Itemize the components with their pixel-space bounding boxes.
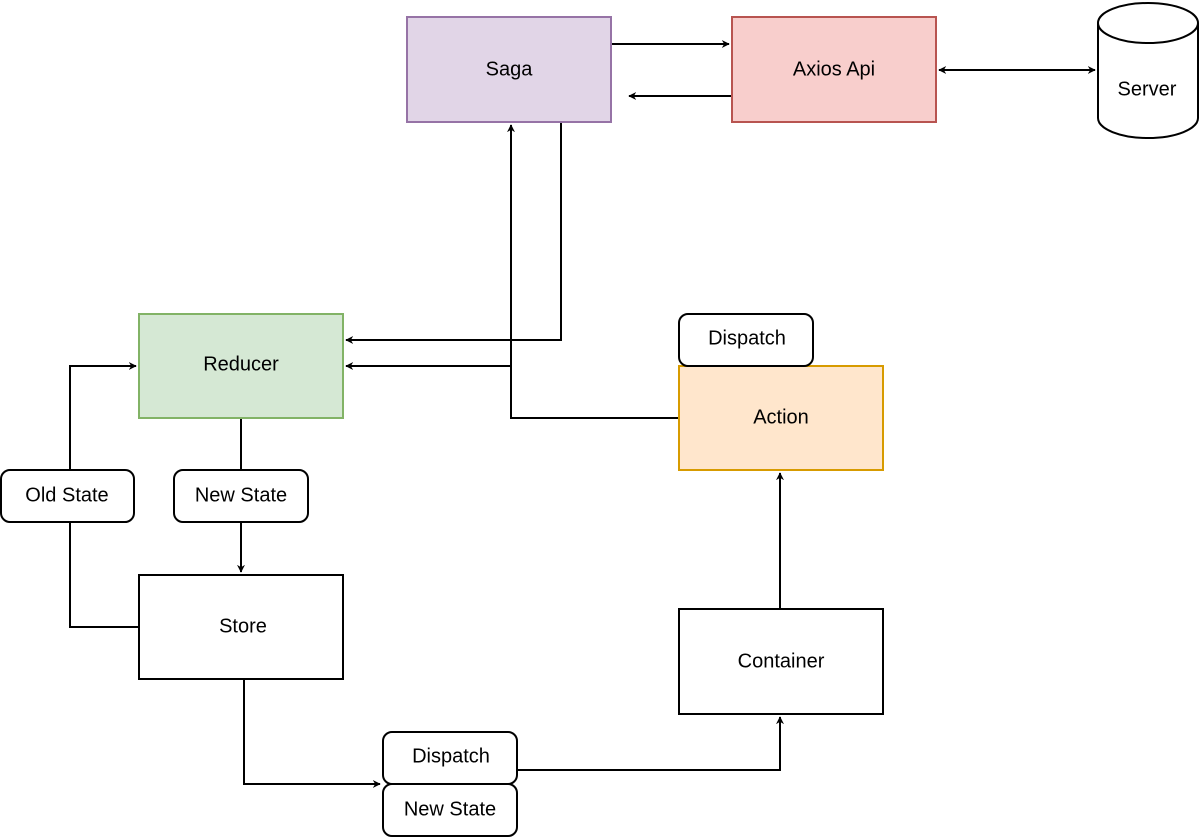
action-dispatch-text: Dispatch (708, 327, 786, 349)
reducer-border (138, 313, 344, 419)
reducer-new-state-box (173, 469, 309, 523)
container-node[interactable]: Container (678, 608, 884, 715)
saga-node[interactable]: Saga (406, 16, 612, 123)
reducer-label: Reducer (203, 353, 279, 375)
action-box (679, 366, 883, 470)
server-cylinder-outline (1097, 23, 1199, 139)
saga-box (407, 17, 611, 122)
axios-api-node[interactable]: Axios Api (731, 16, 937, 123)
edge-action-to-reducer (345, 362, 679, 419)
store-new-state-box (382, 783, 518, 837)
action-label: Action (753, 406, 809, 428)
store-node[interactable]: Store (138, 574, 344, 680)
server-cylinder-body (1098, 23, 1198, 138)
server-cylinder-top (1097, 2, 1199, 44)
store-label: Store (219, 615, 267, 637)
edges (69, 40, 1096, 788)
reducer-box (139, 314, 343, 418)
saga-border (406, 16, 612, 123)
reducer-new-state-text: New State (195, 484, 287, 506)
old-state-text: Old State (25, 484, 108, 506)
store-new-state-label: New State (382, 783, 518, 837)
action-node[interactable]: Action (678, 365, 884, 471)
action-dispatch-box (678, 313, 814, 367)
store-border (138, 574, 344, 680)
axios-api-border (731, 16, 937, 123)
edge-dispatch-to-container (518, 716, 784, 771)
container-border (678, 608, 884, 715)
store-dispatch-label: Dispatch (382, 731, 518, 785)
store-new-state-text: New State (404, 798, 496, 820)
reducer-node[interactable]: Reducer (138, 313, 344, 419)
reducer-new-state-label: New State (173, 469, 309, 523)
container-box (679, 609, 883, 714)
store-dispatch-text: Dispatch (412, 745, 490, 767)
edge-store-to-dispatch (243, 680, 381, 788)
server-node[interactable]: Server (1097, 2, 1199, 139)
store-box (139, 575, 343, 679)
server-label: Server (1118, 78, 1177, 100)
action-dispatch-label: Dispatch (678, 313, 814, 367)
axios-api-label: Axios Api (793, 58, 875, 80)
saga-label: Saga (486, 58, 534, 80)
old-state-label: Old State (0, 469, 135, 523)
axios-api-box (732, 17, 936, 122)
container-label: Container (738, 650, 825, 672)
old-state-box (0, 469, 135, 523)
edge-saga-to-reducer (345, 122, 562, 344)
